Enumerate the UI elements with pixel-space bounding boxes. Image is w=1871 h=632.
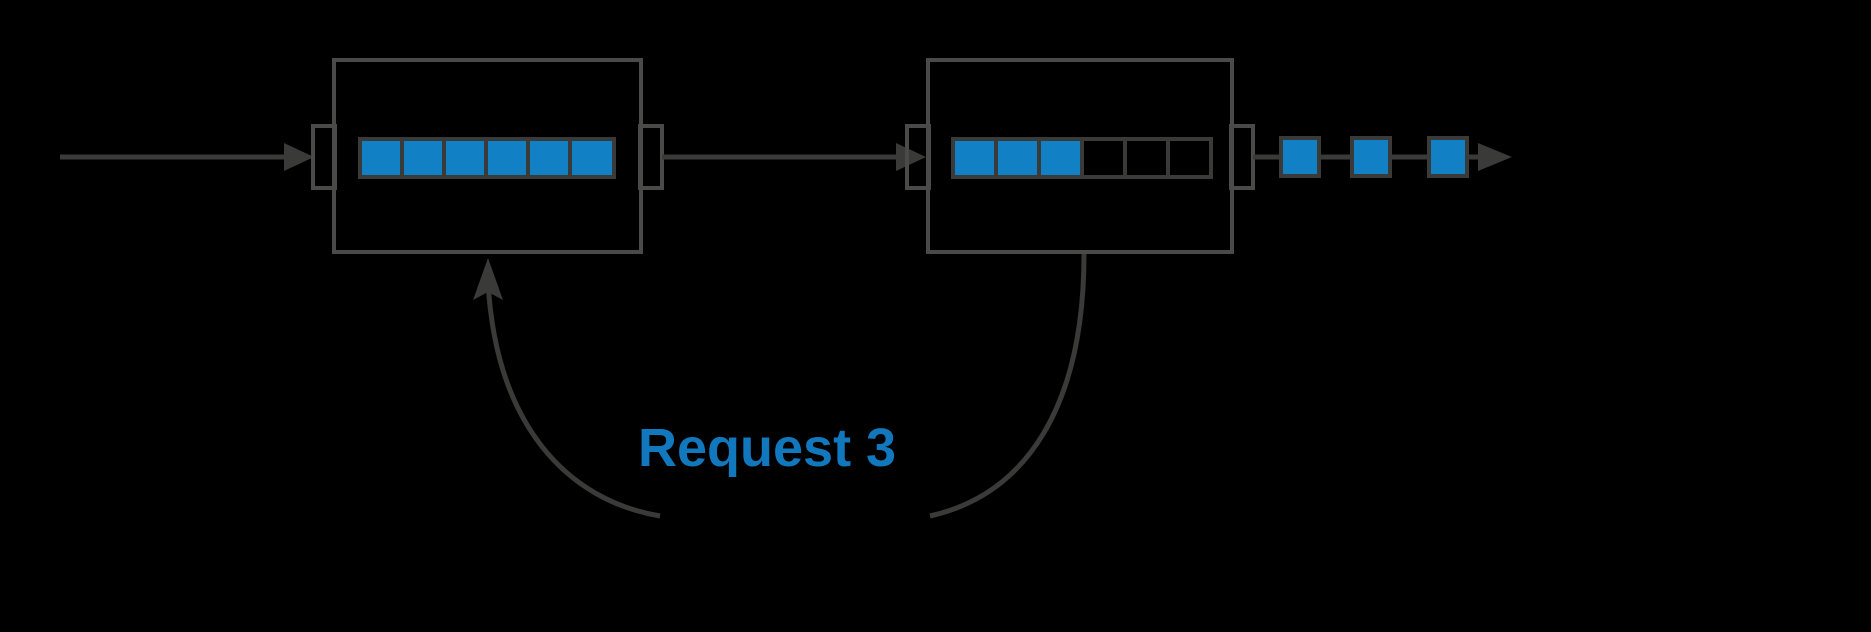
request-callout-to-stage1 bbox=[473, 258, 661, 519]
output-token-3 bbox=[1427, 136, 1469, 178]
first-queue-cells bbox=[358, 137, 616, 179]
request-callout-from-stage2 bbox=[929, 253, 1087, 519]
inbound-arrow bbox=[60, 143, 314, 171]
queue-cell-filled bbox=[484, 137, 530, 179]
queue-cell-filled bbox=[1037, 137, 1084, 179]
queue-cell-empty bbox=[1123, 137, 1170, 179]
output-token-chain bbox=[1253, 136, 1512, 178]
output-token-1 bbox=[1279, 136, 1321, 178]
queue-cell-filled bbox=[358, 137, 404, 179]
queue-cell-filled bbox=[400, 137, 446, 179]
queue-cell-filled bbox=[951, 137, 998, 179]
second-queue-cells bbox=[951, 137, 1213, 179]
queue-cell-filled bbox=[526, 137, 572, 179]
second-queue-box-left-port bbox=[905, 124, 931, 190]
outbound-arrowhead bbox=[1478, 143, 1512, 171]
output-token-2 bbox=[1350, 136, 1392, 178]
queue-cell-filled bbox=[568, 137, 616, 179]
second-queue-box[interactable] bbox=[905, 58, 1255, 254]
queue-cell-empty bbox=[1166, 137, 1213, 179]
queue-cell-filled bbox=[442, 137, 488, 179]
queue-cell-empty bbox=[1080, 137, 1127, 179]
stage-link-arrow bbox=[662, 143, 926, 171]
first-queue-box-left-port bbox=[311, 124, 337, 190]
queue-cell-filled bbox=[994, 137, 1041, 179]
request-label: Request 3 bbox=[638, 418, 896, 478]
